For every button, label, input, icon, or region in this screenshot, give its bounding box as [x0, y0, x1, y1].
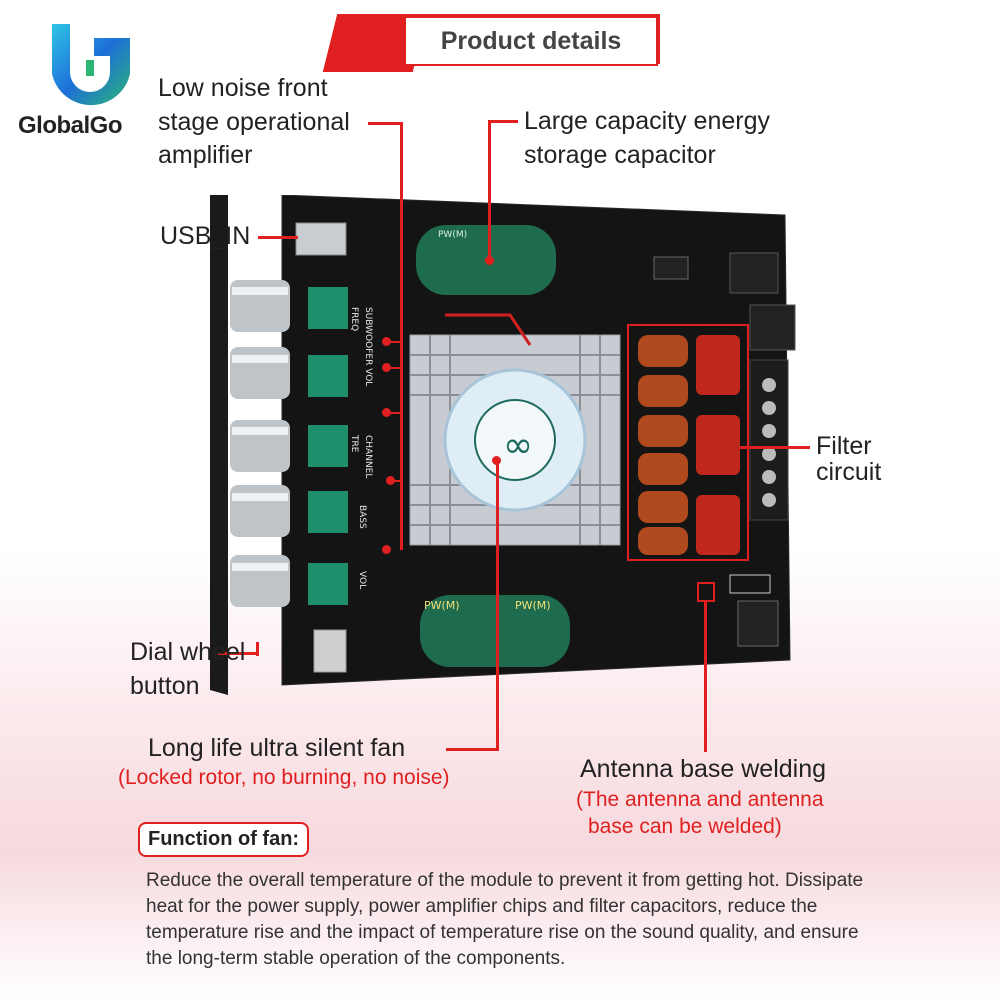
- filter-label-line2: circuit: [816, 458, 882, 486]
- opamp-label-line1: Low noise front: [158, 74, 328, 102]
- cap-top-label: PW(M): [438, 230, 467, 240]
- fan-function-title: Function of fan:: [138, 822, 310, 857]
- antenna-sublabel-line1: (The antenna and antenna: [576, 788, 824, 811]
- svg-text:CHANNEL: CHANNEL: [363, 435, 373, 478]
- dial-label-line2: button: [130, 672, 200, 700]
- svg-text:TRE: TRE: [349, 434, 359, 453]
- brand-name: GlobalGo: [18, 112, 123, 139]
- svg-text:FREQ: FREQ: [349, 307, 359, 331]
- svg-text:∞: ∞: [503, 425, 533, 466]
- opamp-label-line2: stage operational: [158, 108, 350, 136]
- svg-text:BASS: BASS: [357, 505, 367, 529]
- usb-label: USB_IN: [160, 222, 251, 250]
- brand-logo-icon: [52, 24, 130, 106]
- front-panel: [210, 195, 228, 695]
- dial-label-line1: Dial wheel: [130, 638, 246, 666]
- fan-sublabel: (Locked rotor, no burning, no noise): [118, 766, 450, 789]
- opamp-label-line3: amplifier: [158, 141, 253, 169]
- svg-text:SUBWOOFER VOL: SUBWOOFER VOL: [363, 307, 373, 386]
- amplifier-board-image: PW(M) PW(M) PW(M) ∞: [210, 195, 796, 695]
- page-title: Product details: [406, 16, 658, 66]
- svg-text:PW(M): PW(M): [515, 599, 551, 612]
- svg-text:VOL: VOL: [357, 571, 367, 589]
- antenna-label: Antenna base welding: [580, 755, 827, 783]
- capacitor-label-line1: Large capacity energy: [524, 107, 770, 135]
- antenna-sublabel-line2: base can be welded): [588, 815, 782, 838]
- svg-text:PW(M): PW(M): [424, 599, 460, 612]
- capacitor-label-line2: storage capacitor: [524, 141, 716, 169]
- filter-circuit-highlight: [627, 324, 749, 561]
- fan-function-description: Reduce the overall temperature of the mo…: [146, 870, 864, 969]
- knobs: [230, 280, 290, 607]
- fan-label: Long life ultra silent fan: [148, 734, 406, 762]
- filter-label-line1: Filter: [816, 432, 872, 460]
